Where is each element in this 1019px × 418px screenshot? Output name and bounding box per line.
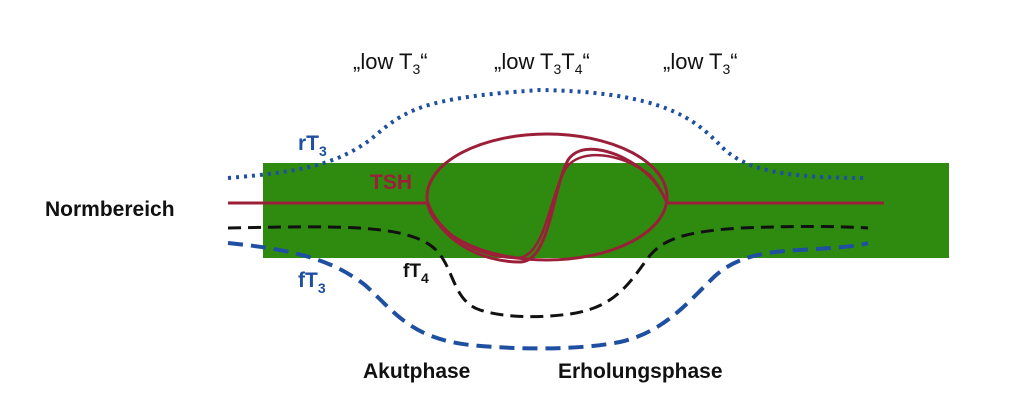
rt3-curve <box>227 87 869 180</box>
ft3-label: fT3 <box>298 269 326 296</box>
phase-label-middle: „low T3T4“ <box>494 49 590 77</box>
acute-phase-label: Akutphase <box>363 360 471 383</box>
ft4-curve <box>227 225 869 319</box>
tsh-ellipse <box>425 132 669 262</box>
rt3-label: rT3 <box>298 132 327 159</box>
tsh-s-curve-inner <box>426 153 669 260</box>
tsh-label: TSH <box>370 171 412 194</box>
ft3-curve <box>227 241 869 351</box>
normal-range-label: Normbereich <box>45 198 175 221</box>
normal-range-band <box>263 163 949 258</box>
phase-label-right: „low T3“ <box>663 49 738 77</box>
recovery-phase-label: Erholungsphase <box>558 360 723 383</box>
phase-label-left: „low T3“ <box>353 49 428 77</box>
ft4-label: fT4 <box>403 261 429 286</box>
